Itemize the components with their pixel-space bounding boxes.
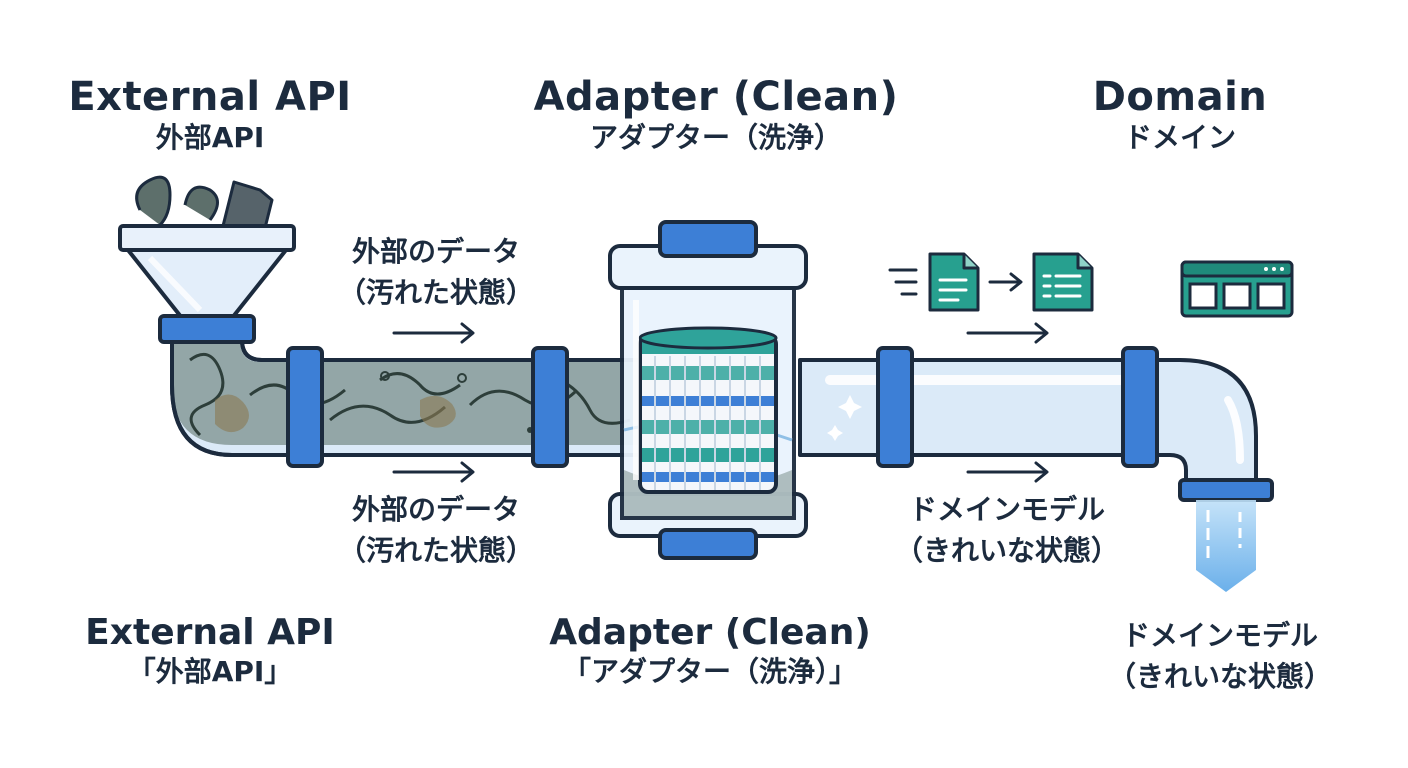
header-external: External API 外部API [40, 74, 380, 156]
pipe-flange [876, 346, 914, 468]
dirty-pipe [170, 328, 662, 457]
clean-model-label: ドメインモデル （きれいな状態） [882, 490, 1132, 571]
arrow-right-icon [966, 461, 1049, 483]
speed-lines-icon [888, 268, 918, 296]
arrow-right-icon [392, 461, 475, 483]
document-icon [928, 252, 980, 312]
footer-adapter-ja: 「アダプター（洗浄）」 [562, 655, 857, 689]
footer-adapter: Adapter (Clean) 「アダプター（洗浄）」 [500, 612, 920, 691]
adapter-filter [608, 220, 808, 560]
header-external-en: External API [68, 74, 352, 120]
footer-domain-line2: （きれいな状態） [1107, 659, 1332, 693]
pipe-flange [531, 346, 569, 468]
arrow-right-icon [988, 272, 1023, 292]
pipe-flange [1178, 478, 1274, 502]
clean-model-label-line2: （きれいな状態） [894, 533, 1119, 567]
arrow-right-icon [966, 322, 1049, 344]
dirty-data-label-top-line1: 外部のデータ [351, 235, 520, 268]
header-domain-ja: ドメイン [1123, 121, 1236, 154]
document-icon [1032, 252, 1094, 312]
footer-external: External API 「外部API」 [50, 612, 370, 691]
dirty-data-label-bottom-line1: 外部のデータ [351, 493, 520, 526]
clean-model-label-line1: ドメインモデル [908, 493, 1105, 526]
header-domain-en: Domain [1092, 74, 1268, 120]
ui-window-icon [1180, 260, 1294, 318]
footer-external-en: External API [85, 612, 335, 653]
clean-water-stream [1196, 500, 1256, 592]
dirty-data-label-top-line2: （汚れた状態） [337, 275, 534, 309]
dirty-data-label-bottom-line2: （汚れた状態） [337, 533, 534, 567]
dirty-data-label-bottom: 外部のデータ （汚れた状態） [316, 490, 556, 571]
header-adapter-en: Adapter (Clean) [533, 74, 899, 120]
header-domain: Domain ドメイン [1060, 74, 1300, 156]
header-external-ja: 外部API [155, 121, 265, 154]
header-adapter: Adapter (Clean) アダプター（洗浄） [496, 74, 936, 156]
dirty-data-label-top: 外部のデータ （汚れた状態） [316, 232, 556, 313]
pipe-flange [1121, 346, 1159, 468]
header-adapter-ja: アダプター（洗浄） [589, 121, 842, 154]
footer-domain-line1: ドメインモデル [1121, 619, 1318, 652]
footer-domain: ドメインモデル （きれいな状態） [1092, 616, 1348, 697]
pipe-flange [286, 346, 324, 468]
footer-external-ja: 「外部API」 [127, 655, 293, 689]
funnel-icon [118, 175, 296, 344]
footer-adapter-en: Adapter (Clean) [549, 612, 871, 653]
arrow-right-icon [392, 322, 475, 344]
